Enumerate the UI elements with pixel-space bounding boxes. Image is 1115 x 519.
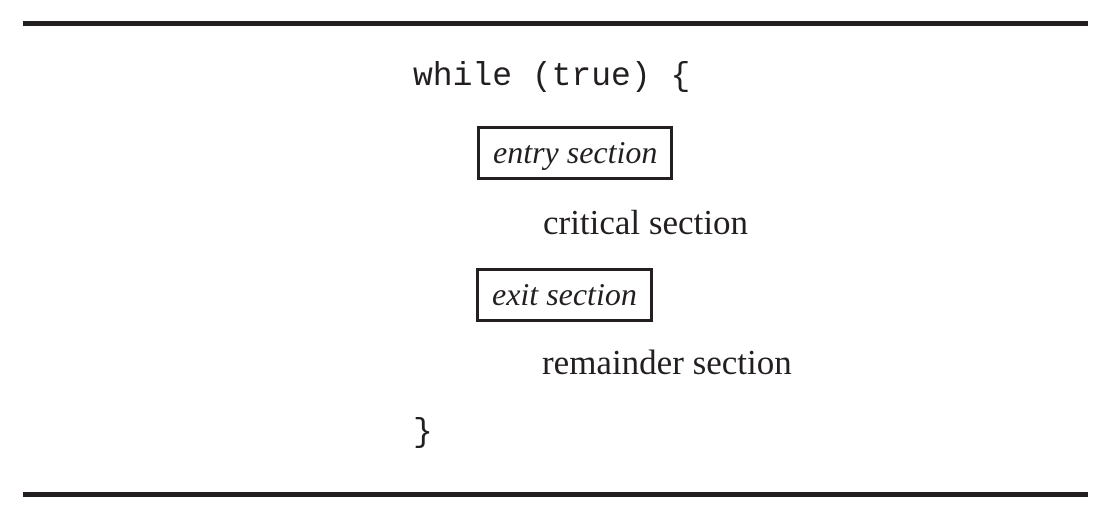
- exit-section-box: exit section: [476, 268, 653, 322]
- bottom-rule: [23, 492, 1088, 497]
- remainder-section-label: remainder section: [542, 343, 792, 382]
- entry-section-label: entry section: [493, 134, 658, 170]
- top-rule: [23, 21, 1088, 26]
- while-loop-close: }: [413, 414, 433, 451]
- exit-section-label: exit section: [492, 276, 637, 312]
- critical-section-label: critical section: [543, 203, 749, 242]
- while-loop-open: while (true) {: [413, 58, 691, 95]
- entry-section-box: entry section: [477, 126, 674, 180]
